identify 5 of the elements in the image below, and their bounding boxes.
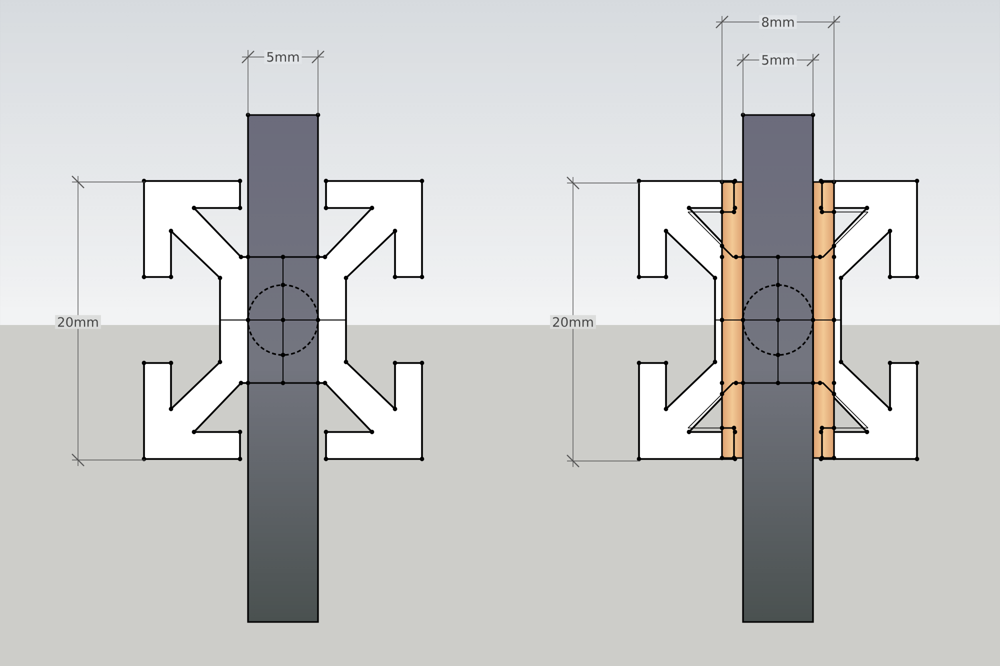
dimension-label: 20mm (550, 315, 596, 329)
dimension-label: 5mm (264, 50, 302, 64)
dimension-label: 20mm (55, 315, 101, 329)
dimension-label: 8mm (759, 15, 797, 29)
dimension-label: 5mm (759, 53, 797, 67)
